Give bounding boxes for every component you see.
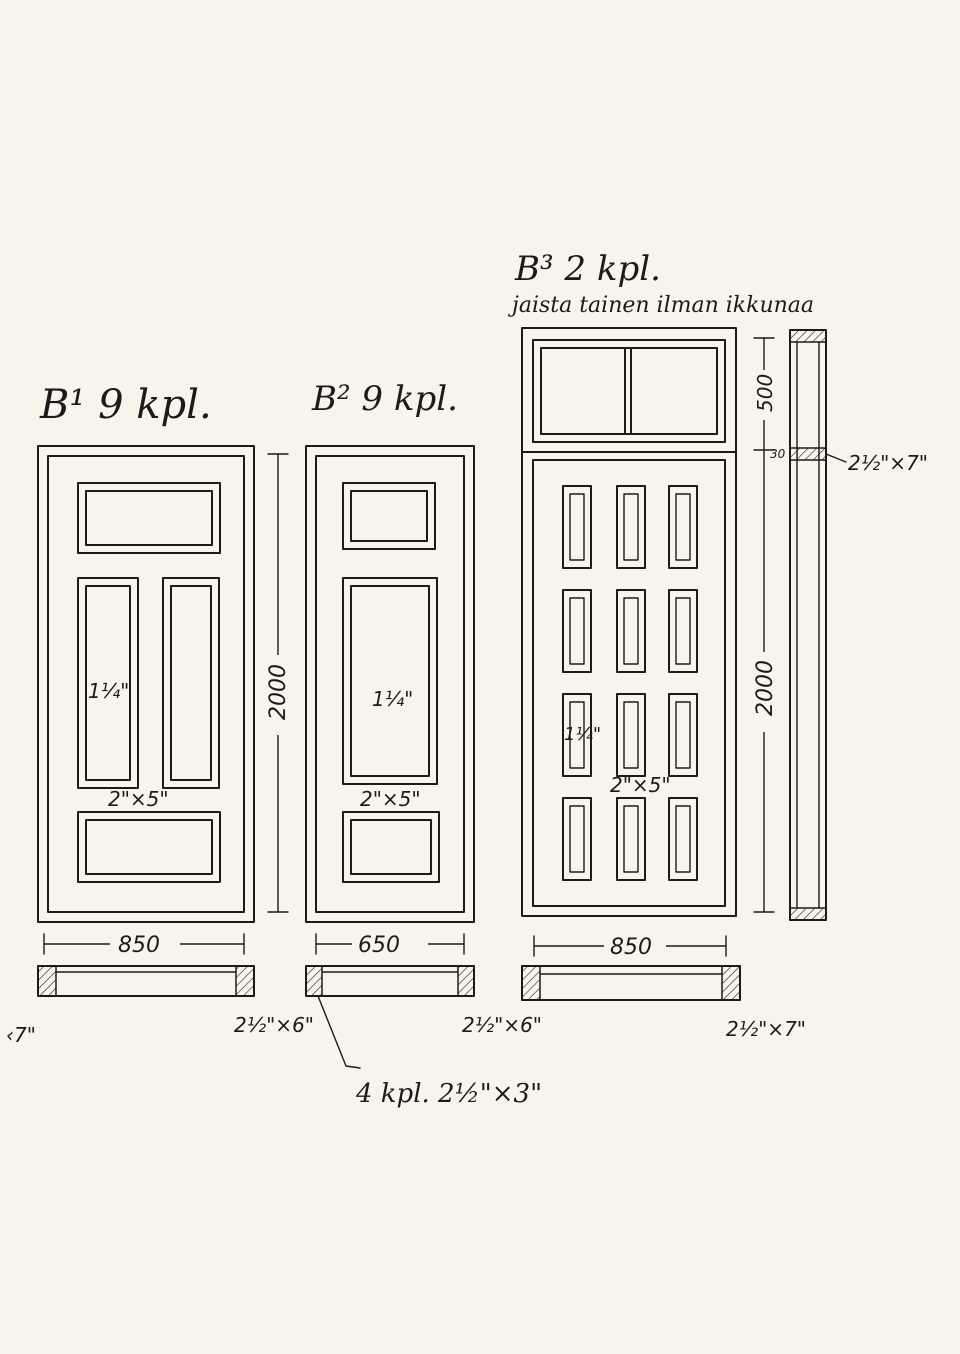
b2-frame-size: 2"×5"	[360, 787, 421, 811]
b3-panel-inner	[675, 597, 691, 665]
door-b1	[37, 445, 294, 997]
b2-panel-thickness: 1¼"	[372, 687, 413, 711]
b3-panel-inner	[569, 701, 585, 769]
door-b3	[521, 327, 847, 1001]
b1-width-dim: 850	[118, 933, 160, 958]
b3-panel-inner	[675, 701, 691, 769]
b3-panel-outer	[668, 797, 698, 881]
b1-jamb-profile: 2½"×6"	[234, 1013, 314, 1037]
b3-panel-outer	[668, 485, 698, 569]
b3-panel-outer	[562, 797, 592, 881]
b3-panel-outer	[616, 485, 646, 569]
b3-panel-inner	[569, 597, 585, 665]
b3-raised-panels	[562, 485, 698, 881]
b1-panel-thickness: 1¼"	[88, 679, 129, 703]
b2-width-dim: 650	[358, 933, 400, 958]
b3-panel-inner	[569, 493, 585, 561]
b3-width-dim: 850	[610, 935, 652, 960]
b3-panel-thickness: 1¼"	[564, 724, 601, 745]
b3-panel-outer	[562, 693, 592, 777]
b3-panel-outer	[616, 589, 646, 673]
b1-frame-size: 2"×5"	[108, 787, 169, 811]
b3-gap-dim: 30	[770, 447, 786, 461]
b3-side-profile: 2½"×7"	[848, 451, 928, 475]
b3-height-dim: 2000	[753, 660, 778, 716]
b3-panel-inner	[623, 805, 639, 873]
b3-transom-height: 500	[753, 374, 777, 412]
b3-panel-inner	[569, 805, 585, 873]
b3-subtitle: jaista tainen ilman ikkunaa	[507, 293, 814, 318]
b3-title: B³ 2 kpl.	[514, 249, 661, 289]
b3-frame-size: 2"×5"	[610, 773, 671, 797]
door-b2	[305, 445, 475, 1069]
b2-jamb-profile: 2½"×6"	[462, 1013, 542, 1037]
b3-panel-inner	[623, 701, 639, 769]
b1-title: B¹ 9 kpl.	[39, 382, 212, 428]
b3-panel-outer	[668, 589, 698, 673]
b3-panel-outer	[616, 797, 646, 881]
b3-panel-inner	[675, 493, 691, 561]
b3-panel-inner	[623, 597, 639, 665]
b1-height-dim: 2000	[266, 664, 291, 720]
b3-panel-outer	[562, 485, 592, 569]
b3-panel-outer	[616, 693, 646, 777]
b3-panel-inner	[623, 493, 639, 561]
b2-title: B² 9 kpl.	[311, 379, 458, 419]
b3-panel-inner	[675, 805, 691, 873]
b3-jamb-profile: 2½"×7"	[726, 1017, 806, 1041]
b3-panel-outer	[668, 693, 698, 777]
threshold-note: 4 kpl. 2½"×3"	[355, 1079, 542, 1109]
b3-panel-outer	[562, 589, 592, 673]
left-margin-note: ‹7"	[6, 1023, 36, 1047]
